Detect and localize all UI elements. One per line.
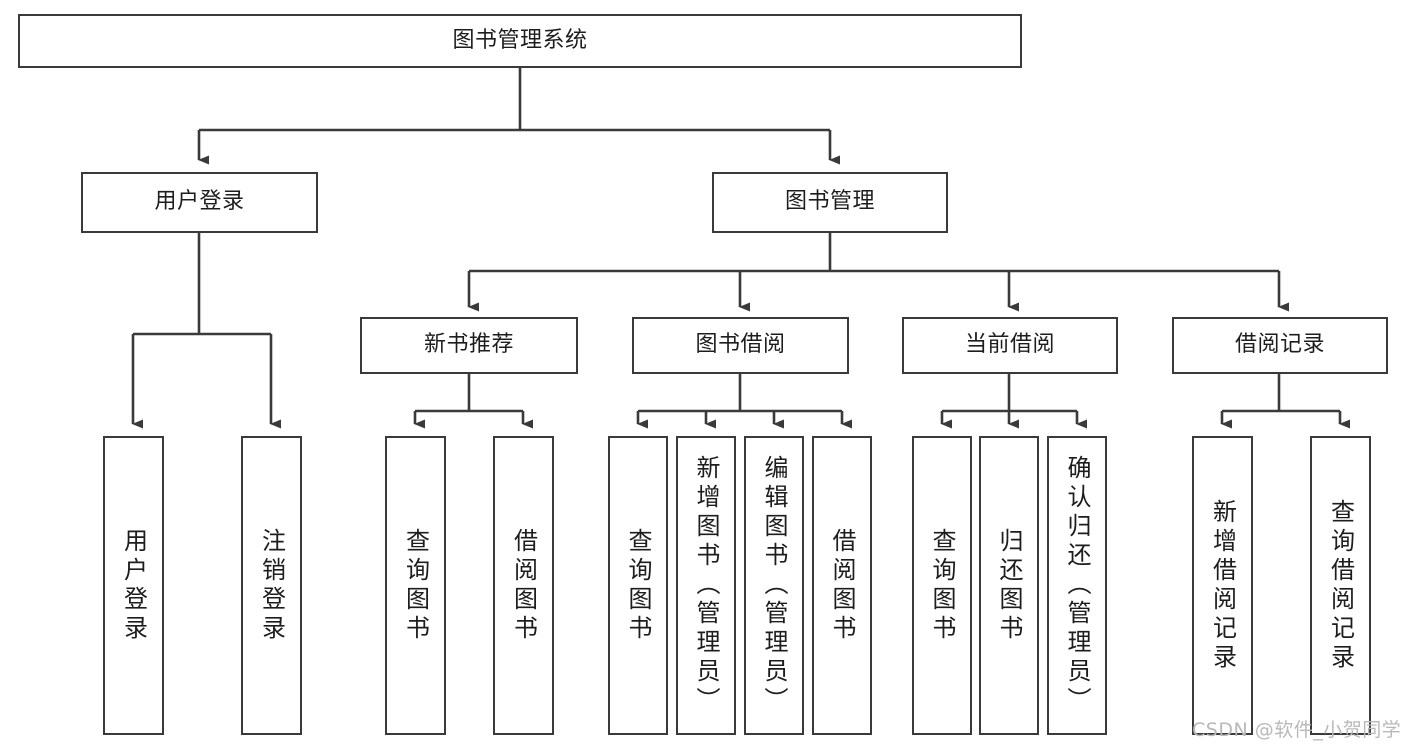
node-label: 当前借阅 <box>964 332 1055 358</box>
leaf-borrow-record-query[interactable]: 查询借阅记录 <box>1310 436 1371 735</box>
leaf-current-borrow-confirm-return[interactable]: 确认归还（管理员） <box>1047 436 1107 735</box>
node-label: 借阅图书 <box>828 527 856 644</box>
node-label: 新增图书（管理员） <box>692 455 720 716</box>
node-user-login[interactable]: 用户登录 <box>81 172 318 233</box>
node-label: 图书管理 <box>784 189 875 215</box>
leaf-book-borrow-edit[interactable]: 编辑图书（管理员） <box>744 436 804 735</box>
node-current-borrow[interactable]: 当前借阅 <box>902 317 1118 374</box>
node-label: 注销登录 <box>257 527 286 644</box>
leaf-book-borrow-borrow[interactable]: 借阅图书 <box>812 436 872 735</box>
node-label: 新增借阅记录 <box>1208 498 1237 673</box>
leaf-current-borrow-query[interactable]: 查询图书 <box>912 436 972 735</box>
node-label: 图书管理系统 <box>452 27 588 53</box>
node-new-book-recommend[interactable]: 新书推荐 <box>360 317 578 374</box>
node-label: 用户登录 <box>154 189 245 215</box>
leaf-current-borrow-return[interactable]: 归还图书 <box>979 436 1039 735</box>
node-label: 查询图书 <box>401 527 430 644</box>
node-label: 归还图书 <box>995 527 1023 644</box>
node-book-borrow[interactable]: 图书借阅 <box>632 317 849 374</box>
leaf-user-login-logout[interactable]: 注销登录 <box>241 436 302 735</box>
leaf-user-login-login[interactable]: 用户登录 <box>103 436 164 735</box>
leaf-new-book-query[interactable]: 查询图书 <box>385 436 446 735</box>
node-label: 用户登录 <box>119 527 148 644</box>
node-borrow-record[interactable]: 借阅记录 <box>1172 317 1388 374</box>
leaf-book-borrow-query[interactable]: 查询图书 <box>608 436 668 735</box>
node-label: 查询图书 <box>928 527 956 644</box>
node-book-management[interactable]: 图书管理 <box>712 172 948 233</box>
leaf-book-borrow-add[interactable]: 新增图书（管理员） <box>676 436 736 735</box>
node-label: 确认归还（管理员） <box>1063 455 1091 716</box>
leaf-borrow-record-add[interactable]: 新增借阅记录 <box>1192 436 1253 735</box>
node-label: 图书借阅 <box>695 332 786 358</box>
node-root-system[interactable]: 图书管理系统 <box>18 14 1022 68</box>
leaf-new-book-borrow[interactable]: 借阅图书 <box>493 436 554 735</box>
node-label: 查询图书 <box>624 527 652 644</box>
node-label: 新书推荐 <box>423 332 514 358</box>
node-label: 借阅记录 <box>1234 332 1325 358</box>
node-label: 编辑图书（管理员） <box>760 455 788 716</box>
node-label: 查询借阅记录 <box>1326 498 1355 673</box>
node-label: 借阅图书 <box>509 527 538 644</box>
watermark-csdn: CSDN @软件_小贺同学 <box>1192 719 1402 741</box>
